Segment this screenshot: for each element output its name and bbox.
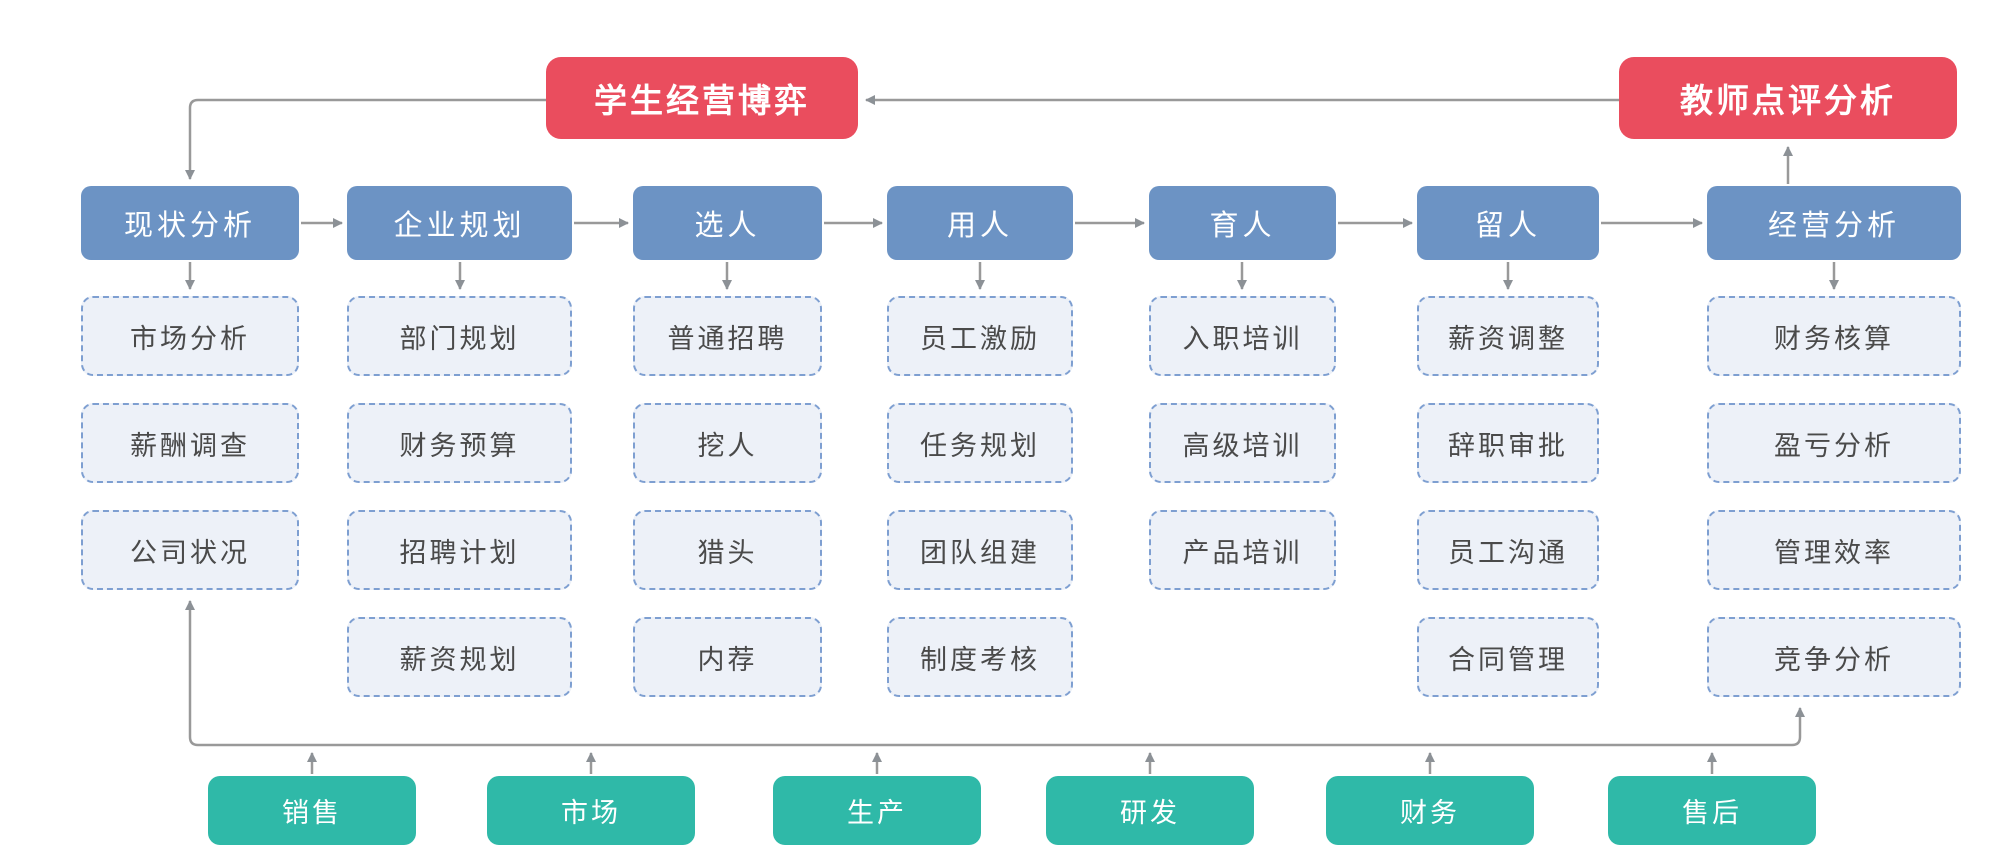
- sub-item-box: 员工激励: [887, 296, 1073, 376]
- sub-item-box: 辞职审批: [1417, 403, 1599, 483]
- stage-box-enterprise-planning: 企业规划: [347, 186, 572, 260]
- stage-box-current-analysis: 现状分析: [81, 186, 299, 260]
- department-box-sales: 销售: [208, 776, 416, 845]
- bus-line: [185, 600, 1805, 747]
- sub-item-box: 薪资规划: [347, 617, 572, 697]
- sub-item-box: 任务规划: [887, 403, 1073, 483]
- sub-item-box: 普通招聘: [633, 296, 822, 376]
- department-box-production: 生产: [773, 776, 981, 845]
- stage-box-business-analysis: 经营分析: [1707, 186, 1961, 260]
- sub-item-box: 盈亏分析: [1707, 403, 1961, 483]
- sub-item-box: 内荐: [633, 617, 822, 697]
- sub-item-box: 挖人: [633, 403, 822, 483]
- sub-item-box: 员工沟通: [1417, 510, 1599, 590]
- sub-item-box: 市场分析: [81, 296, 299, 376]
- sub-item-box: 猎头: [633, 510, 822, 590]
- sub-item-box: 高级培训: [1149, 403, 1336, 483]
- sub-item-box: 管理效率: [1707, 510, 1961, 590]
- sub-item-box: 部门规划: [347, 296, 572, 376]
- flow-line-student-to-stage1: [185, 98, 546, 180]
- sub-item-box: 公司状况: [81, 510, 299, 590]
- stage-box-use-talent: 用人: [887, 186, 1073, 260]
- sub-item-box: 薪酬调查: [81, 403, 299, 483]
- sub-item-box: 入职培训: [1149, 296, 1336, 376]
- stage-box-select-talent: 选人: [633, 186, 822, 260]
- sub-item-box: 竞争分析: [1707, 617, 1961, 697]
- sub-item-box: 合同管理: [1417, 617, 1599, 697]
- sub-item-box: 财务核算: [1707, 296, 1961, 376]
- stage-box-develop-talent: 育人: [1149, 186, 1336, 260]
- sub-item-box: 产品培训: [1149, 510, 1336, 590]
- sub-item-box: 团队组建: [887, 510, 1073, 590]
- department-box-finance: 财务: [1326, 776, 1534, 845]
- sub-item-box: 财务预算: [347, 403, 572, 483]
- stage-box-retain-talent: 留人: [1417, 186, 1599, 260]
- teacher-review-box: 教师点评分析: [1619, 57, 1957, 139]
- department-box-aftersales: 售后: [1608, 776, 1816, 845]
- student-game-box: 学生经营博弈: [546, 57, 858, 139]
- department-box-rd: 研发: [1046, 776, 1254, 845]
- department-box-market: 市场: [487, 776, 695, 845]
- sub-item-box: 薪资调整: [1417, 296, 1599, 376]
- sub-item-box: 招聘计划: [347, 510, 572, 590]
- sub-item-box: 制度考核: [887, 617, 1073, 697]
